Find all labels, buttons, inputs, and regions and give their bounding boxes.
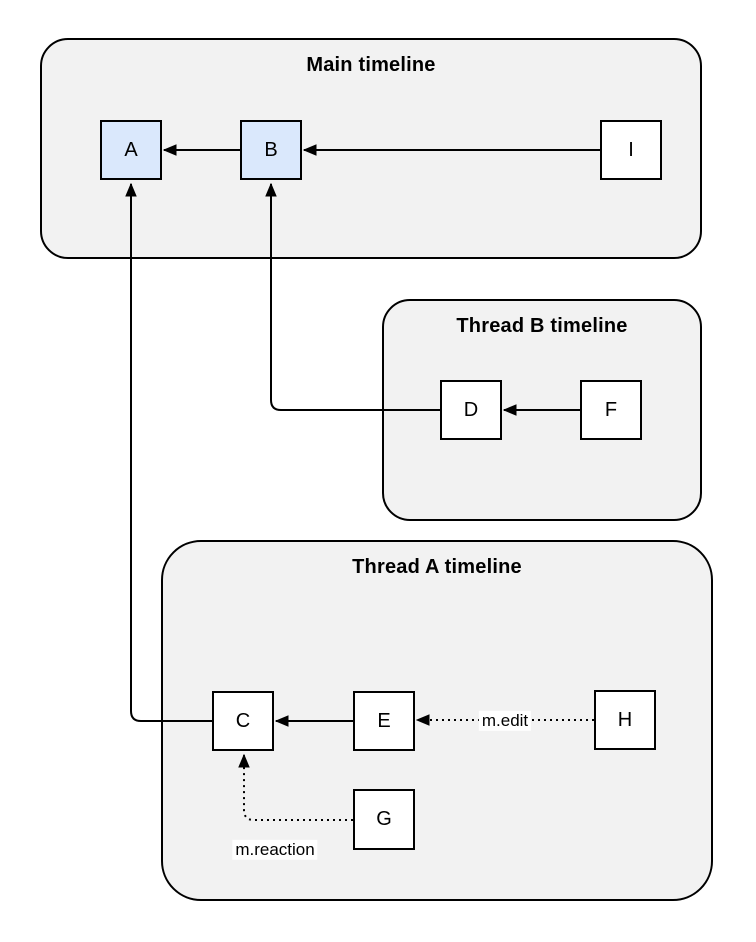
node-label-B: B	[264, 138, 278, 161]
node-label-G: G	[376, 808, 392, 830]
node-E: E	[353, 691, 415, 751]
container-title-main-timeline: Main timeline	[306, 54, 436, 76]
container-title-thread-b-timeline: Thread B timeline	[456, 315, 628, 337]
node-C: C	[212, 691, 274, 751]
node-label-H: H	[617, 708, 633, 731]
node-F: F	[580, 380, 642, 440]
edge-label-H-to-E: m.edit	[478, 710, 532, 732]
node-label-D: D	[463, 398, 479, 421]
node-I: I	[600, 120, 662, 180]
node-label-A: A	[124, 138, 138, 161]
node-H: H	[594, 690, 656, 750]
edge-label-G-to-C: m.reaction	[232, 839, 318, 861]
node-label-E: E	[377, 709, 391, 732]
node-B: B	[240, 120, 302, 180]
node-A: A	[100, 120, 162, 180]
container-title-thread-a-timeline: Thread A timeline	[352, 556, 522, 578]
node-D: D	[440, 380, 502, 440]
node-label-C: C	[235, 709, 251, 732]
node-G: G	[353, 789, 415, 850]
container-thread-b-timeline: Thread B timeline	[382, 299, 702, 521]
node-label-I: I	[628, 138, 634, 161]
node-label-F: F	[604, 398, 618, 421]
